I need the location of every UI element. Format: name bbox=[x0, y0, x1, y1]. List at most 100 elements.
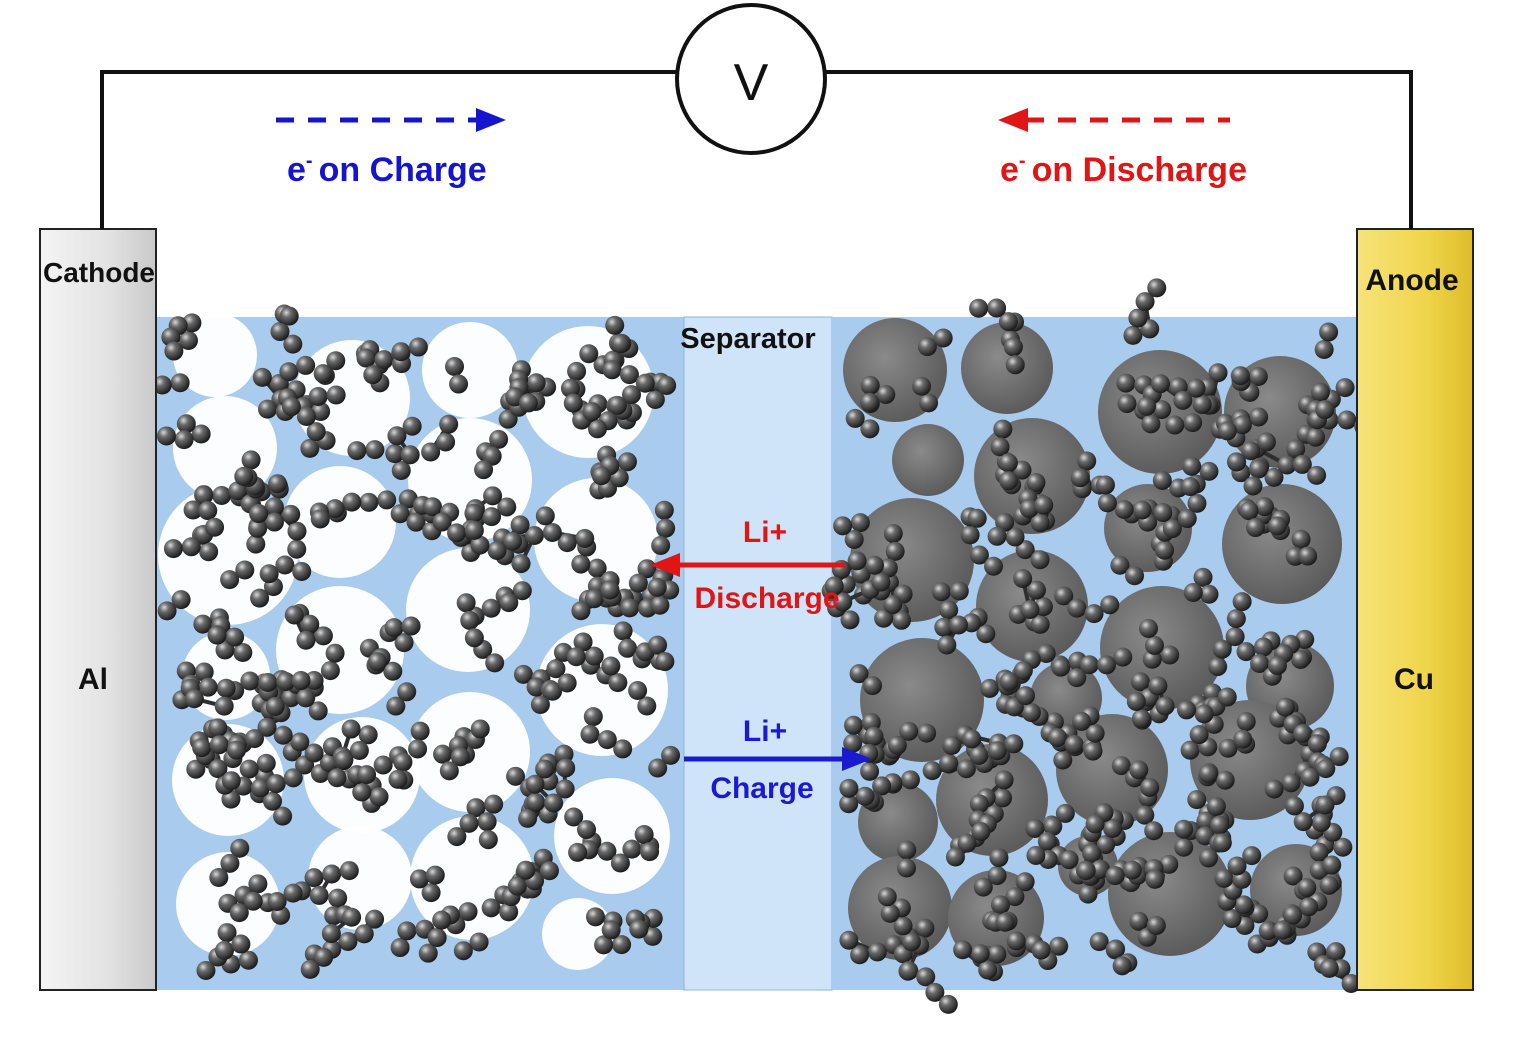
molecule bbox=[887, 721, 937, 755]
molecule bbox=[332, 719, 378, 770]
molecule bbox=[1233, 712, 1256, 749]
molecule bbox=[418, 910, 452, 963]
molecule bbox=[474, 429, 509, 480]
molecule bbox=[279, 355, 316, 382]
molecule bbox=[1314, 322, 1339, 360]
molecule bbox=[495, 581, 532, 613]
molecule bbox=[839, 778, 875, 814]
anode-electrode bbox=[1356, 228, 1474, 991]
molecule bbox=[566, 632, 604, 667]
molecule bbox=[647, 577, 680, 615]
molecule bbox=[379, 616, 421, 653]
molecule bbox=[1097, 647, 1133, 675]
molecule bbox=[1031, 936, 1069, 971]
molecule bbox=[347, 440, 385, 461]
molecule bbox=[218, 874, 268, 923]
molecule bbox=[877, 887, 922, 952]
molecule bbox=[180, 677, 236, 716]
anode-material: Cu bbox=[1394, 663, 1434, 696]
li-charge-ion: Li+ bbox=[743, 715, 787, 748]
molecule bbox=[975, 734, 1024, 773]
molecule bbox=[209, 838, 250, 887]
molecule bbox=[390, 919, 435, 958]
molecule bbox=[409, 865, 445, 903]
molecule bbox=[1230, 366, 1268, 402]
molecule bbox=[564, 807, 597, 840]
molecule bbox=[1286, 409, 1326, 459]
molecule bbox=[897, 840, 917, 878]
molecule bbox=[917, 328, 953, 357]
molecule bbox=[1300, 747, 1349, 787]
molecule bbox=[466, 794, 504, 850]
molecule bbox=[535, 506, 595, 553]
molecule bbox=[1025, 819, 1069, 870]
molecule bbox=[962, 729, 989, 765]
molecule bbox=[982, 895, 1018, 932]
molecule bbox=[591, 452, 637, 488]
molecule bbox=[267, 883, 303, 912]
molecule bbox=[1111, 756, 1160, 797]
molecule bbox=[601, 656, 628, 693]
molecule bbox=[359, 490, 397, 512]
molecule bbox=[1217, 407, 1269, 441]
molecule bbox=[1110, 555, 1145, 586]
molecule bbox=[1231, 459, 1269, 496]
molecule bbox=[1054, 586, 1120, 624]
cathode-particle bbox=[534, 478, 658, 602]
molecule bbox=[1208, 592, 1252, 677]
li-charge-arrow bbox=[684, 747, 872, 771]
molecule bbox=[602, 360, 655, 393]
molecule bbox=[1138, 618, 1180, 669]
molecule bbox=[839, 930, 904, 965]
molecule bbox=[291, 671, 328, 721]
molecule bbox=[648, 635, 675, 672]
cathode-particle bbox=[554, 778, 670, 894]
molecule bbox=[447, 813, 479, 847]
molecule bbox=[1070, 451, 1097, 488]
molecule bbox=[580, 707, 603, 744]
molecule bbox=[300, 947, 334, 979]
molecule bbox=[1292, 454, 1327, 485]
molecule bbox=[849, 664, 883, 696]
molecule bbox=[161, 313, 202, 361]
electron-charge-label: e-on Charge bbox=[287, 150, 487, 189]
molecule bbox=[1273, 897, 1319, 940]
anode-label: Anode bbox=[1365, 264, 1458, 297]
molecule bbox=[1004, 686, 1041, 723]
molecule bbox=[1013, 568, 1053, 634]
molecule bbox=[1236, 637, 1287, 686]
molecule bbox=[859, 726, 885, 781]
molecule bbox=[1165, 413, 1203, 435]
molecule bbox=[945, 822, 991, 867]
separator-label: Separator bbox=[680, 323, 815, 355]
molecule bbox=[1129, 911, 1166, 947]
molecule bbox=[1162, 477, 1207, 539]
molecule bbox=[845, 408, 880, 439]
molecule bbox=[969, 545, 1004, 576]
molecule bbox=[648, 745, 681, 778]
molecule bbox=[359, 638, 403, 681]
circuit-wire-left bbox=[100, 70, 677, 229]
molecule bbox=[960, 507, 987, 545]
molecule bbox=[1298, 382, 1335, 430]
molecule bbox=[284, 605, 333, 650]
circuit-wire-right bbox=[825, 70, 1413, 229]
molecule bbox=[1150, 374, 1206, 410]
molecule bbox=[1126, 691, 1151, 729]
molecule bbox=[1309, 842, 1342, 895]
molecule bbox=[321, 888, 362, 944]
electrolyte-molecules bbox=[135, 278, 1374, 1014]
cathode-electrode bbox=[39, 228, 157, 991]
molecule bbox=[220, 560, 255, 590]
molecule bbox=[1130, 672, 1175, 716]
molecule bbox=[1089, 932, 1138, 976]
molecule bbox=[1137, 396, 1161, 434]
molecule bbox=[391, 337, 428, 362]
molecule bbox=[934, 600, 969, 655]
molecule bbox=[1019, 495, 1054, 533]
molecule bbox=[192, 729, 265, 760]
li-discharge-label: Discharge bbox=[694, 582, 839, 615]
separator bbox=[683, 316, 833, 991]
molecule bbox=[625, 908, 663, 946]
